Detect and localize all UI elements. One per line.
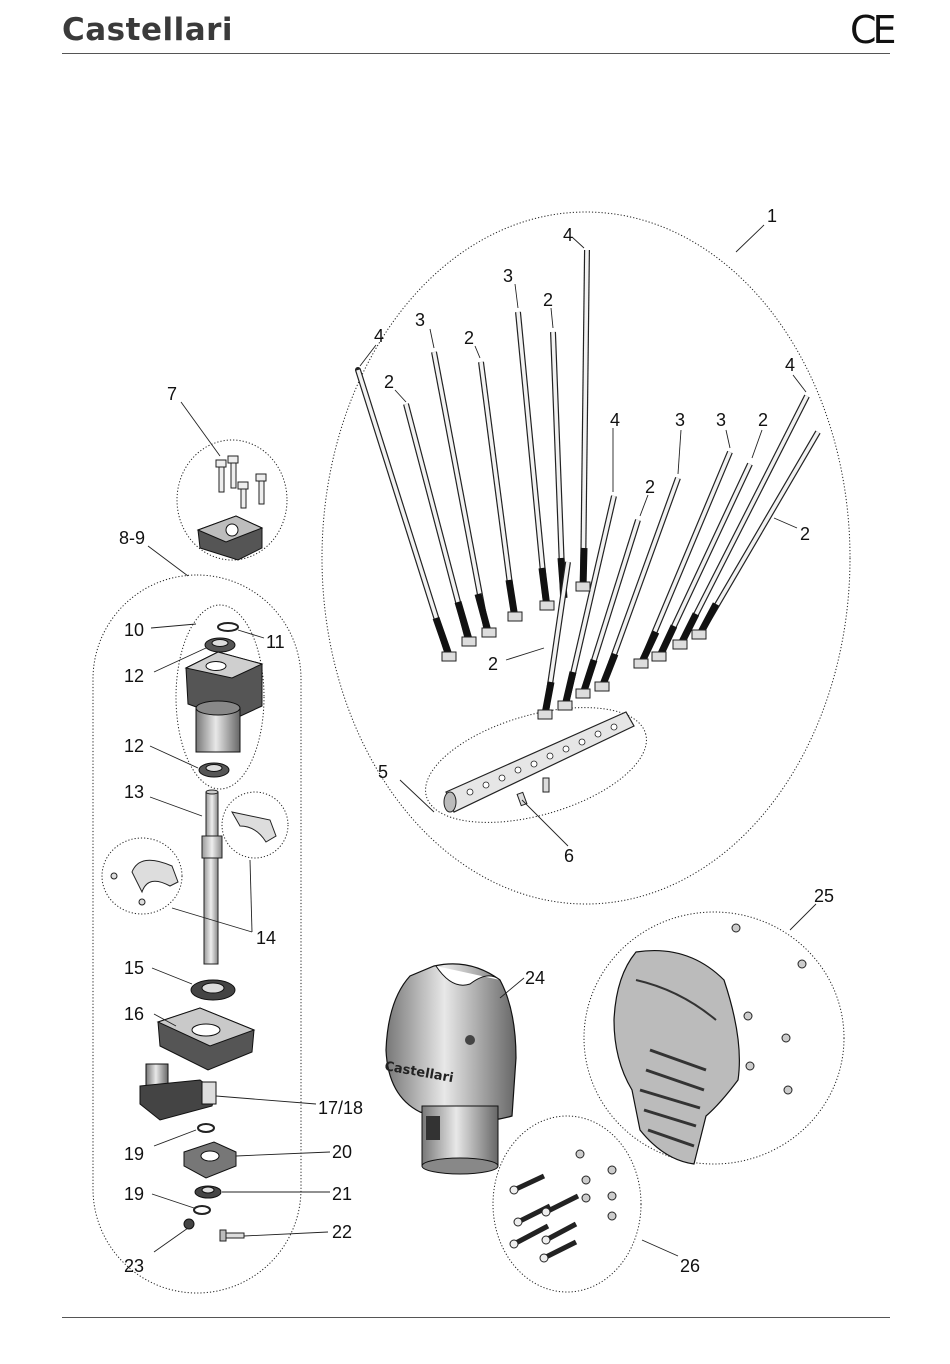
part19-ring-bottom (194, 1206, 210, 1214)
part21-bearing (195, 1186, 221, 1198)
callout-1: 1 (767, 206, 777, 226)
part23-nut (184, 1219, 194, 1229)
callout-15: 15 (124, 958, 144, 978)
part26-nuts (576, 1150, 616, 1220)
callout-12: 12 (124, 736, 144, 756)
part5-bar (444, 712, 634, 812)
callout-4: 4 (374, 326, 384, 346)
part25-cover (614, 951, 739, 1164)
callout-17-18: 17/18 (318, 1098, 363, 1118)
part13-shaft (202, 790, 222, 964)
callout-21: 21 (332, 1184, 352, 1204)
callout-4: 4 (563, 225, 573, 245)
part26-screws (510, 1176, 578, 1262)
part11-clip (218, 623, 238, 631)
callout-8-9: 8-9 (119, 528, 145, 548)
callout-3: 3 (415, 310, 425, 330)
callout-25: 25 (814, 886, 834, 906)
callout-20: 20 (332, 1142, 352, 1162)
part25-nuts (732, 924, 806, 1094)
callout-23: 23 (124, 1256, 144, 1276)
callout-2: 2 (758, 410, 768, 430)
callout-2: 2 (488, 654, 498, 674)
callout-2: 2 (645, 477, 655, 497)
callout-6: 6 (564, 846, 574, 866)
callout-2: 2 (543, 290, 553, 310)
callout-3: 3 (675, 410, 685, 430)
callout-10: 10 (124, 620, 144, 640)
callout-19: 19 (124, 1184, 144, 1204)
rods (358, 250, 818, 714)
callout-3: 3 (716, 410, 726, 430)
callout-13: 13 (124, 782, 144, 802)
part15-bearing (191, 980, 235, 1000)
part17-18-crank (140, 1064, 216, 1120)
part12-bearing-bottom (199, 763, 229, 777)
part24-housing: Castellari (383, 964, 516, 1174)
callout-26: 26 (680, 1256, 700, 1276)
callout-4: 4 (610, 410, 620, 430)
callout-4: 4 (785, 355, 795, 375)
head-housing (186, 652, 262, 752)
callout-12: 12 (124, 666, 144, 686)
part16-plate (158, 1008, 254, 1070)
callout-16: 16 (124, 1004, 144, 1024)
part7-screws (216, 456, 266, 508)
part20-block (184, 1142, 236, 1178)
callout-22: 22 (332, 1222, 352, 1242)
callout-24: 24 (525, 968, 545, 988)
callout-3: 3 (503, 266, 513, 286)
callout-11: 11 (266, 632, 285, 652)
callout-2: 2 (464, 328, 474, 348)
part19-ring-top (198, 1124, 214, 1132)
part6-pins (517, 778, 549, 806)
callout-7: 7 (167, 384, 177, 404)
callout-2: 2 (800, 524, 810, 544)
part12-bearing-top (205, 638, 235, 652)
callout-5: 5 (378, 762, 388, 782)
part22-screw (220, 1230, 244, 1241)
callout-2: 2 (384, 372, 394, 392)
callout-19: 19 (124, 1144, 144, 1164)
callout-14: 14 (256, 928, 276, 948)
